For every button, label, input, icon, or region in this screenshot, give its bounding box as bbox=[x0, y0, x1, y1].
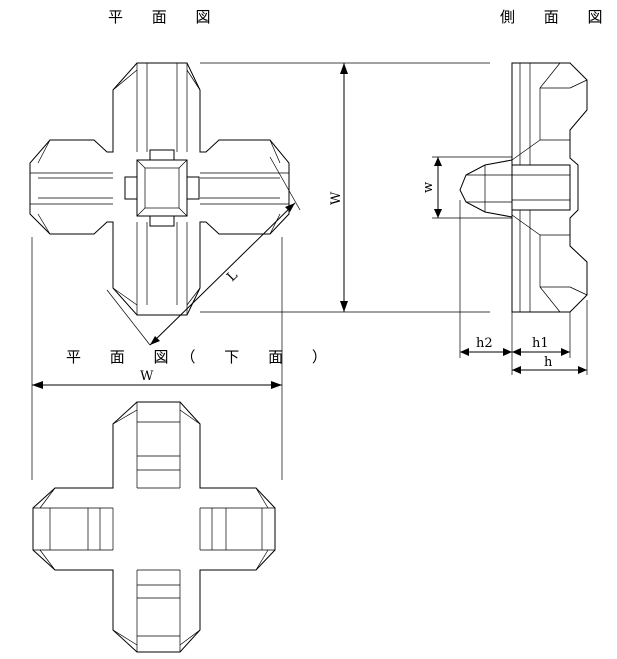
dim-h-label: h bbox=[544, 355, 553, 370]
dim-W-vertical: W bbox=[200, 62, 490, 313]
side-view-title: 側 面 図 bbox=[500, 8, 615, 26]
bottom-view-title: 平 面 図（ 下 面 ） bbox=[66, 348, 339, 366]
dim-W-horizontal-label: W bbox=[140, 369, 154, 384]
dim-w-label: w bbox=[421, 182, 436, 193]
plan-arm-bottom-detail bbox=[112, 222, 201, 315]
plan-hub-bottom-tab bbox=[149, 215, 175, 227]
plan-arm-top-detail bbox=[112, 63, 201, 152]
dim-W-vertical-label: W bbox=[329, 191, 344, 205]
plan-view-bottom bbox=[32, 401, 276, 653]
dim-h-group: h2 h1 h bbox=[459, 200, 588, 375]
plan-hub-right-tab bbox=[186, 176, 200, 200]
dim-h2-label: h2 bbox=[476, 336, 493, 351]
plan-arm-right-detail bbox=[200, 139, 289, 235]
dim-w: w bbox=[421, 156, 512, 219]
side-view bbox=[459, 62, 588, 313]
dim-h1-label: h1 bbox=[532, 336, 549, 351]
plan-view-title: 平 面 図 bbox=[108, 8, 223, 26]
bottom-center bbox=[112, 487, 201, 571]
bottom-outline bbox=[32, 401, 276, 653]
plan-hub bbox=[136, 159, 188, 217]
side-protrusion bbox=[459, 159, 513, 218]
dim-L-label: L bbox=[224, 268, 241, 285]
dim-W-horizontal: W bbox=[31, 237, 283, 480]
plan-view-top bbox=[29, 62, 290, 316]
plan-arm-left-detail bbox=[30, 139, 113, 235]
side-hub bbox=[511, 164, 571, 211]
plan-hub-left-tab bbox=[124, 176, 138, 200]
plan-hub-inner bbox=[144, 167, 180, 209]
plan-hub-top-tab bbox=[149, 149, 175, 161]
